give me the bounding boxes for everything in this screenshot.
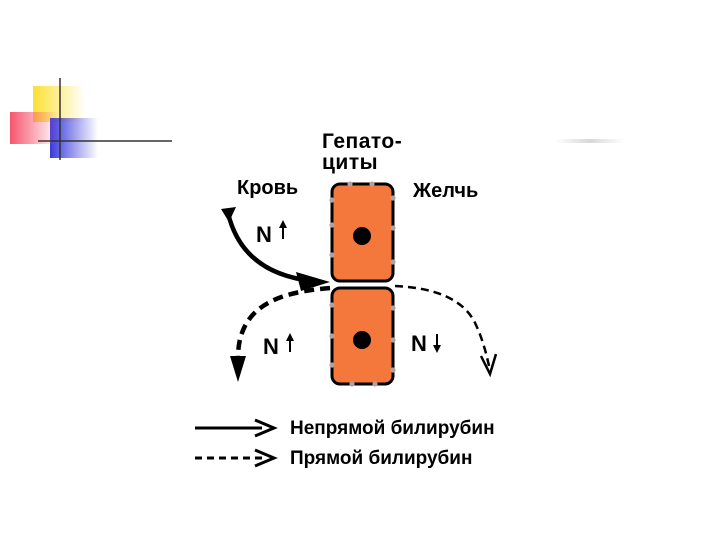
- bile-label: Желчь: [413, 180, 478, 203]
- hepatocytes-title: Гепато- циты: [322, 131, 402, 173]
- n-arrow-down: [433, 334, 441, 353]
- n-arrow-up-1: [279, 220, 287, 239]
- ornament-pink-square: [10, 112, 58, 144]
- legend-indirect-bilirubin: Непрямой билирубин: [290, 418, 495, 440]
- indirect-bilirubin-uptake-arrow: [221, 207, 330, 291]
- n-label-blood-return: N: [263, 334, 279, 360]
- direct-bilirubin-to-blood-arrow: [230, 288, 330, 382]
- ornament-faint-line: [555, 139, 625, 143]
- direct-bilirubin-to-bile-arrow: [395, 286, 496, 374]
- hepatocyte-bottom: [329, 288, 395, 387]
- n-arrow-up-2: [286, 333, 294, 352]
- legend-dashed-line-sample: [195, 450, 274, 466]
- hepatocyte-top: [329, 181, 395, 281]
- legend-solid-line-sample: [195, 420, 274, 436]
- blood-label: Кровь: [237, 177, 298, 200]
- hepatocyte-top-nucleus: [353, 227, 371, 245]
- legend-direct-bilirubin: Прямой билирубин: [290, 448, 472, 470]
- hepatocyte-bottom-nucleus: [353, 331, 371, 349]
- slide-ornament: [10, 78, 625, 160]
- n-label-bile: N: [411, 331, 427, 357]
- n-label-blood-uptake: N: [256, 222, 272, 248]
